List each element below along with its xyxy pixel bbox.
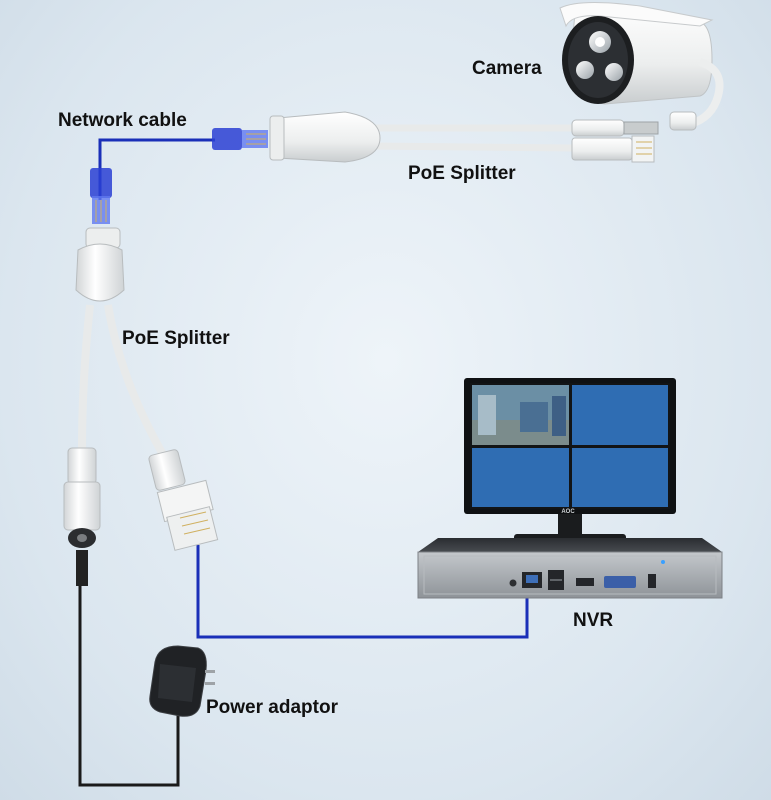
network-cable-label: Network cable [58, 110, 187, 131]
power-adaptor-label: Power adaptor [206, 697, 338, 718]
power-adaptor [149, 645, 215, 717]
nvr-device [417, 538, 723, 599]
rj45-plug-blue-left [90, 168, 112, 224]
monitor-brand-logo: AOC [561, 509, 575, 515]
monitor-tile-2 [572, 385, 668, 445]
bullet-camera [559, 1, 724, 131]
poe-splitter-top-label: PoE Splitter [408, 163, 516, 184]
power-cable [78, 585, 180, 787]
poe-splitter-left-label: PoE Splitter [122, 328, 230, 349]
network-cable-to-nvr [196, 545, 529, 639]
nvr-hdmi-port [576, 578, 594, 586]
monitor-tile-4 [572, 448, 668, 507]
poe-splitter-left [63, 227, 219, 586]
poe-splitter-top [269, 111, 659, 163]
monitor-tile-3 [472, 448, 569, 507]
nvr-vga-port [604, 576, 636, 588]
nvr-dc-port [648, 574, 656, 588]
monitor: AOC [464, 378, 676, 544]
nvr-label: NVR [573, 610, 614, 631]
camera-label: Camera [472, 58, 542, 79]
network-cable-top [98, 138, 215, 200]
rj45-plug-blue-top [212, 128, 268, 150]
nvr-reset-port [509, 579, 517, 587]
